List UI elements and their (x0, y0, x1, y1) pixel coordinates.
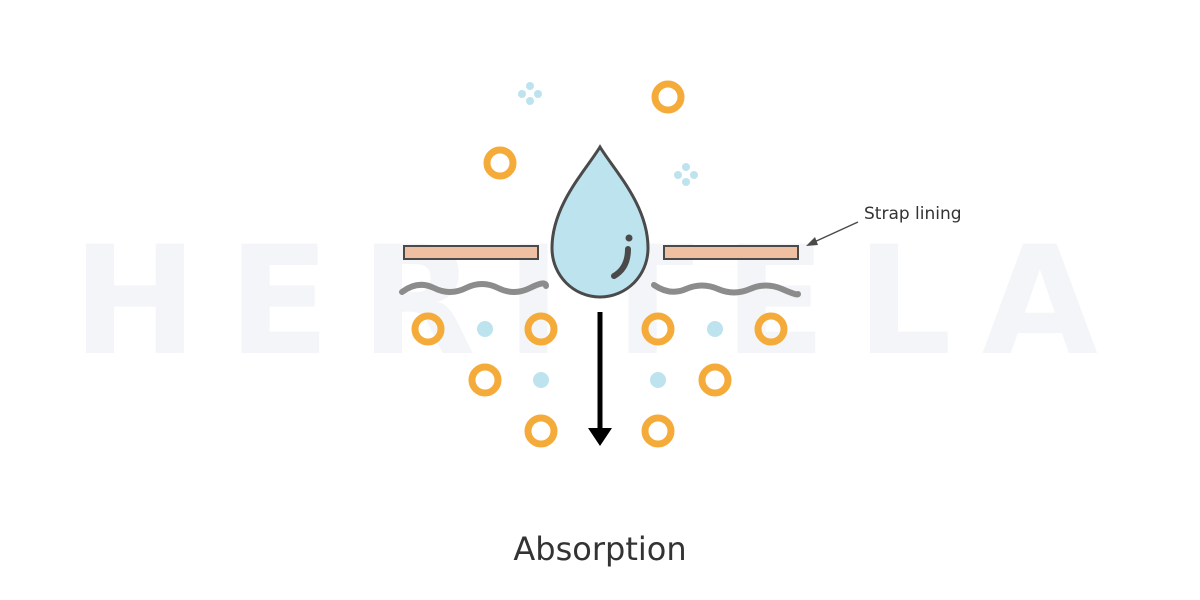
ring-icon (411, 312, 445, 346)
ring-icon (641, 312, 675, 346)
ring-icon (483, 146, 517, 180)
water-drop-icon (550, 144, 650, 299)
callout-label: Strap lining (864, 204, 962, 224)
arrow-down-icon (588, 312, 612, 446)
strap-lining-right (663, 245, 799, 260)
sparkle-icon (674, 163, 698, 186)
strap-lining-left (403, 245, 539, 260)
ring-icon (524, 414, 558, 448)
water-dot (707, 321, 723, 337)
water-dot (650, 372, 666, 388)
ring-icon (468, 363, 502, 397)
skin-wave-right (651, 282, 801, 298)
ring-icon (754, 312, 788, 346)
water-dot (477, 321, 493, 337)
sparkle-icon (518, 82, 542, 105)
water-dot (533, 372, 549, 388)
ring-icon (524, 312, 558, 346)
caption-title: Absorption (513, 530, 686, 568)
ring-icon (651, 80, 685, 114)
ring-icon (641, 414, 675, 448)
ring-icon (698, 363, 732, 397)
callout-arrow (806, 221, 859, 246)
skin-wave-left (399, 280, 549, 295)
